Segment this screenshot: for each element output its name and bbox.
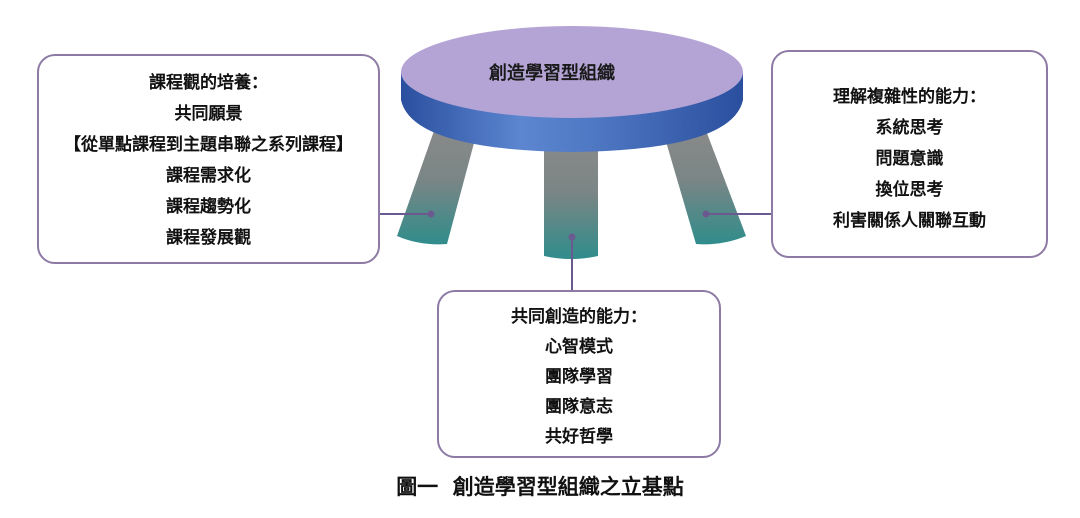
curriculum-box: 課程觀的培養： 共同願景 【從單點課程到主題串聯之系列課程】 課程需求化 課程趨… xyxy=(37,54,380,264)
complexity-item: 利害關係人關聯互動 xyxy=(833,211,986,231)
stool-seat-top xyxy=(401,26,743,118)
co-creation-item: 團隊學習 xyxy=(545,367,613,387)
co-creation-box: 共同創造的能力： 心智模式 團隊學習 團隊意志 共好哲學 xyxy=(437,290,721,458)
co-creation-item: 心智模式 xyxy=(545,337,613,357)
complexity-item: 問題意識 xyxy=(875,149,944,169)
stool-seat-label: 創造學習型組織 xyxy=(489,63,615,84)
complexity-item: 換位思考 xyxy=(875,180,944,200)
curriculum-item: 課程需求化 xyxy=(166,166,251,186)
curriculum-item: 課程發展觀 xyxy=(166,228,251,248)
complexity-box: 理解複雜性的能力： 系統思考 問題意識 換位思考 利害關係人關聯互動 xyxy=(771,50,1048,258)
co-creation-item: 共好哲學 xyxy=(545,427,613,447)
curriculum-item: 共同願景 xyxy=(174,104,243,124)
co-creation-item: 團隊意志 xyxy=(545,397,613,417)
co-creation-heading: 共同創造的能力： xyxy=(511,307,647,327)
figure-caption: 圖一 創造學習型組織之立基點 xyxy=(396,475,684,499)
complexity-item: 系統思考 xyxy=(875,118,944,138)
connector-right-dot xyxy=(702,210,710,218)
stool-leg-left xyxy=(397,128,478,245)
curriculum-heading: 課程觀的培養： xyxy=(149,73,268,93)
stool-leg-center xyxy=(544,140,598,259)
stool-leg-right xyxy=(662,128,746,245)
connector-left-dot xyxy=(427,210,435,218)
curriculum-item: 課程趨勢化 xyxy=(166,197,251,217)
complexity-heading: 理解複雜性的能力： xyxy=(833,87,986,107)
connector-bottom-dot xyxy=(568,233,576,241)
curriculum-item: 【從單點課程到主題串聯之系列課程】 xyxy=(64,135,353,155)
